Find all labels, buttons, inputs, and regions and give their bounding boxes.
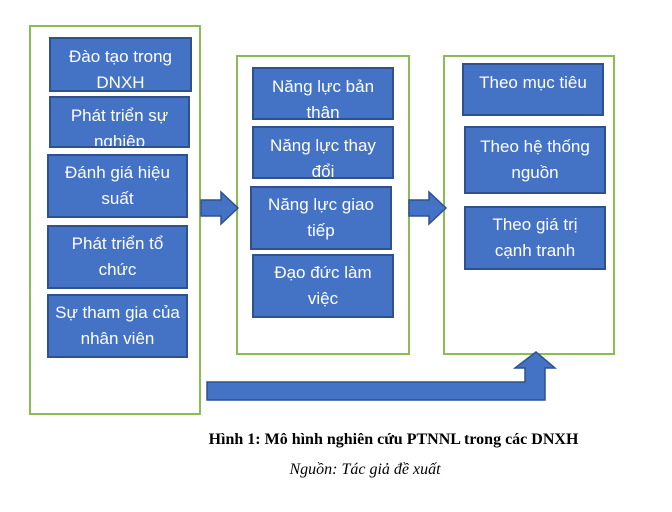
figure-source: Nguồn: Tác giả đề xuất (289, 461, 441, 478)
box-dao-duc-lam-viec: Đạo đức làm việc (252, 254, 394, 318)
box-nang-luc-thay-doi: Năng lực thay đổi (252, 126, 394, 179)
box-phat-trien-to-chuc: Phát triển tổ chức (47, 225, 188, 289)
box-danh-gia-hieu-suat: Đánh giá hiệu suất (47, 154, 188, 218)
arrow-bottom-up (206, 351, 557, 401)
box-theo-he-thong-nguon: Theo hệ thống nguồn (464, 126, 606, 194)
box-nang-luc-giao-tiep: Năng lực giao tiếp (250, 186, 392, 250)
arrow-right-1 (200, 190, 240, 226)
box-theo-gia-tri-canh-tranh: Theo giá trị cạnh tranh (464, 206, 606, 270)
box-theo-muc-tieu: Theo mục tiêu (462, 63, 604, 116)
box-su-tham-gia: Sự tham gia của nhân viên (47, 294, 188, 358)
box-phat-trien-su-nghiep: Phát triển sự nghiệp (49, 96, 190, 148)
figure-title: Hình 1: Mô hình nghiên cứu PTNNL trong c… (208, 431, 579, 448)
box-nang-luc-ban-than: Năng lực bản thân (252, 67, 394, 120)
box-dao-tao: Đào tạo trong DNXH (49, 37, 192, 92)
arrow-right-2 (408, 190, 448, 226)
